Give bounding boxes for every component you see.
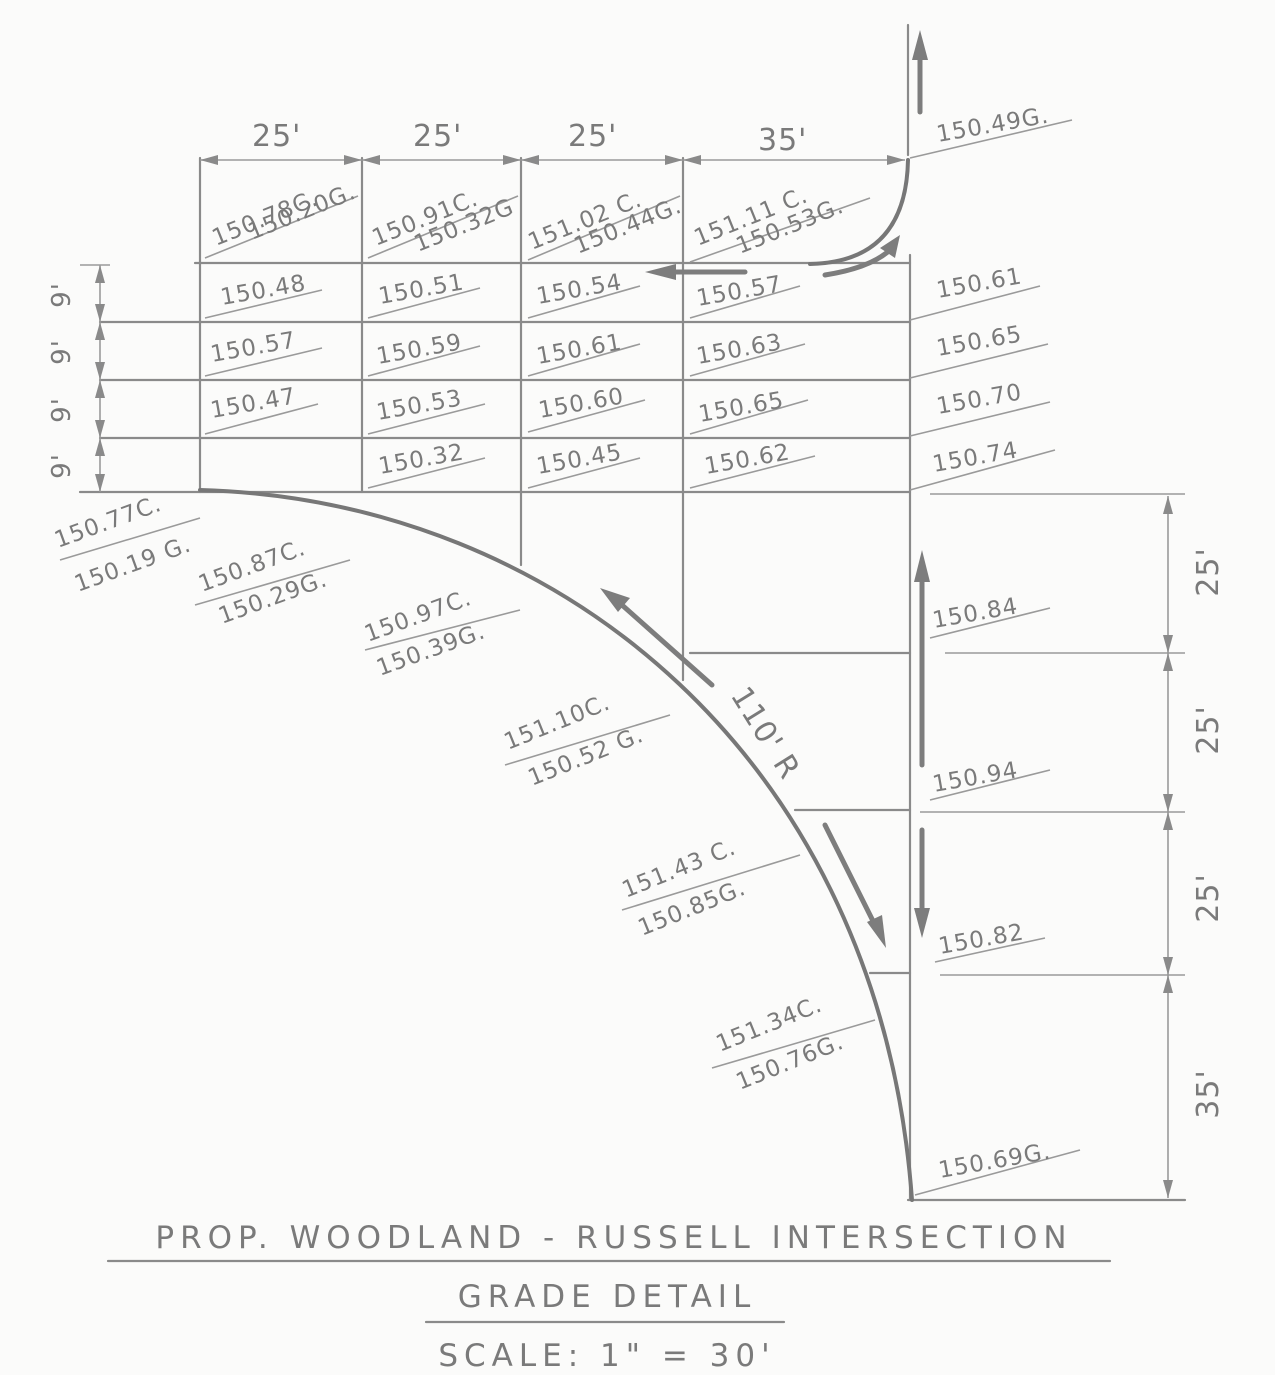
right-grade-7: 150.94 [931, 757, 1021, 798]
grid-r2-c2: 150.59 [375, 329, 465, 370]
curve-grades: 150.77C. 150.19 G. 150.87C. 150.29G. 150… [51, 491, 847, 1096]
dim-right-3: 25' [1191, 873, 1226, 922]
dim-top-4: 35' [758, 123, 807, 158]
right-grade-4: 150.70 [935, 379, 1025, 420]
right-grade-9: 150.69G. [937, 1139, 1053, 1184]
grid-r3-c2: 150.53 [375, 385, 465, 426]
grid-r3-c4: 150.65 [697, 387, 787, 428]
grid-r1-c4: 150.57 [695, 271, 785, 312]
right-grade-6: 150.84 [931, 593, 1021, 634]
dim-left-1: 9' [47, 282, 77, 308]
flow-arrows [600, 30, 930, 948]
dim-left-2: 9' [47, 339, 77, 365]
grid-grades: 150.48 150.51 150.54 150.57 150.57 150.5… [209, 269, 793, 480]
right-dimensions: 25' 25' 25' 35' [1191, 547, 1226, 1118]
right-grade-3: 150.65 [935, 321, 1025, 362]
dim-left-3: 9' [47, 397, 77, 423]
drawing-title: PROP. WOODLAND - RUSSELL INTERSECTION GR… [155, 1220, 1072, 1374]
right-grade-2: 150.61 [935, 263, 1025, 304]
dim-right-4: 35' [1191, 1069, 1226, 1118]
dim-left-4: 9' [47, 453, 77, 479]
top-dimensions: 25' 25' 25' 35' [252, 119, 807, 158]
title-line-1: PROP. WOODLAND - RUSSELL INTERSECTION [155, 1220, 1072, 1256]
dim-right-1: 25' [1191, 547, 1226, 596]
title-line-3: SCALE: 1" = 30' [438, 1338, 775, 1374]
right-grade-lines [909, 119, 1185, 1196]
right-side-grades: 150.49G. 150.61 150.65 150.70 150.74 150… [931, 103, 1053, 1184]
cell-underlines [59, 195, 876, 1069]
dim-top-1: 25' [252, 119, 301, 154]
dim-top-3: 25' [568, 119, 617, 154]
curb-curves [198, 158, 914, 1202]
top-edge-grades: 150.78C. 150.20G. 150.91C. 150.32G 151.0… [209, 179, 848, 260]
title-line-2: GRADE DETAIL [458, 1279, 756, 1315]
dim-right-2: 25' [1191, 705, 1226, 754]
radius-label: 110' R [723, 681, 807, 786]
dimension-lines [80, 155, 1173, 1198]
grid-r2-c1: 150.57 [209, 327, 299, 368]
grid-r3-c1: 150.47 [209, 383, 299, 424]
grid-r2-c4: 150.63 [695, 329, 785, 370]
right-grade-1: 150.49G. [935, 103, 1051, 148]
right-grade-8: 150.82 [937, 919, 1027, 960]
grid-r2-c3: 150.61 [535, 329, 625, 370]
left-dimensions: 9' 9' 9' 9' [47, 282, 77, 479]
title-underlines [106, 1259, 1112, 1324]
dim-top-2: 25' [413, 119, 462, 154]
